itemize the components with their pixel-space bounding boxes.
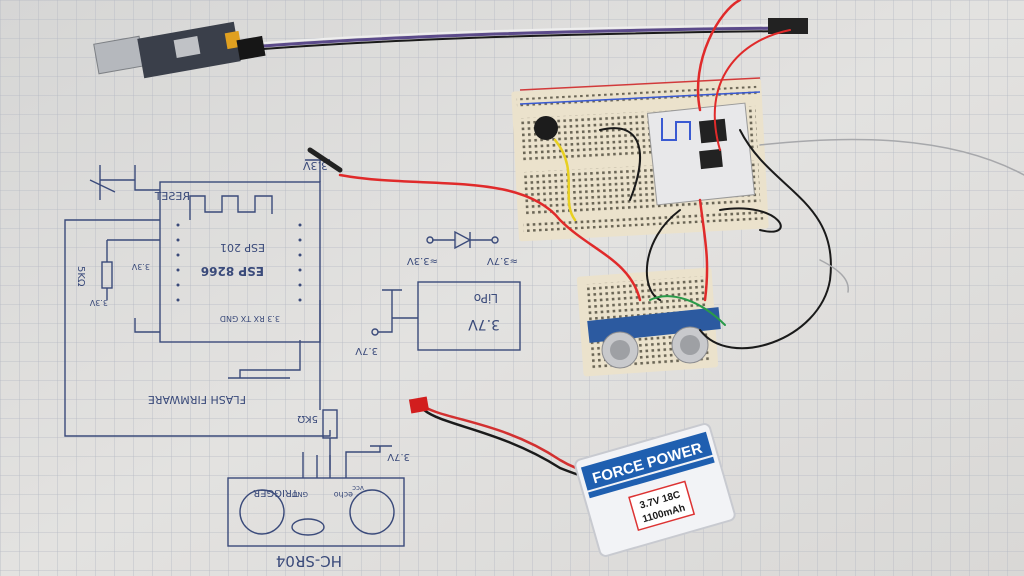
resistor-right-label: 5KΩ: [297, 413, 318, 424]
esp-pin-header: [176, 223, 302, 302]
diode-left-label: ≈3.3V: [407, 255, 438, 266]
esp-model-label: ESP 201: [220, 241, 265, 254]
vcc-label: vcc: [352, 484, 364, 492]
sensor-breadboard: [576, 267, 721, 377]
esp-antenna-trace: [189, 195, 273, 220]
echo-label: echo: [334, 490, 353, 499]
v33-top-label: 3.3V: [303, 159, 328, 172]
v33-small-label: 3.3V: [131, 262, 150, 271]
esp-pins-label: 3.3 RX TX GND: [220, 314, 280, 323]
lipo-label: LiPo: [474, 291, 498, 305]
v37-out-label: 3.7V: [355, 345, 378, 356]
diode-right-label: ≈3.7V: [487, 255, 518, 266]
left-rail-wire: [64, 219, 331, 437]
v37-sensor-label: 3.7V: [387, 451, 410, 462]
gnd-label: GND: [292, 490, 308, 498]
reset-label: RESET: [154, 190, 190, 203]
esp-module-outline: [159, 181, 321, 343]
usb-serial-adapter: [93, 18, 808, 79]
resistor-left-label: 5KΩ: [75, 266, 86, 287]
battery-connector: [408, 396, 430, 414]
diode-symbol: [432, 230, 492, 250]
sensor-outline: [227, 477, 405, 547]
trigger-label: TRIGGER: [253, 487, 299, 498]
flash-label: FLASH FIRMWARE: [148, 393, 246, 406]
lipo-voltage-label: 3.7V: [468, 316, 500, 332]
sensor-name-label: HC-SR04: [276, 552, 342, 570]
schematic-drawing: [64, 159, 521, 547]
capacitor: [534, 116, 558, 140]
reset-switch-line: [89, 165, 160, 200]
v33-left-label: 3.3V: [89, 298, 108, 307]
esp-name-label: ESP 8266: [201, 264, 264, 278]
jumper-wires: [307, 0, 1024, 350]
schematic-labels: RESET ESP 201 ESP 8266 3.3 RX TX GND 5KΩ…: [75, 159, 518, 570]
lipo-outline: [417, 281, 521, 351]
